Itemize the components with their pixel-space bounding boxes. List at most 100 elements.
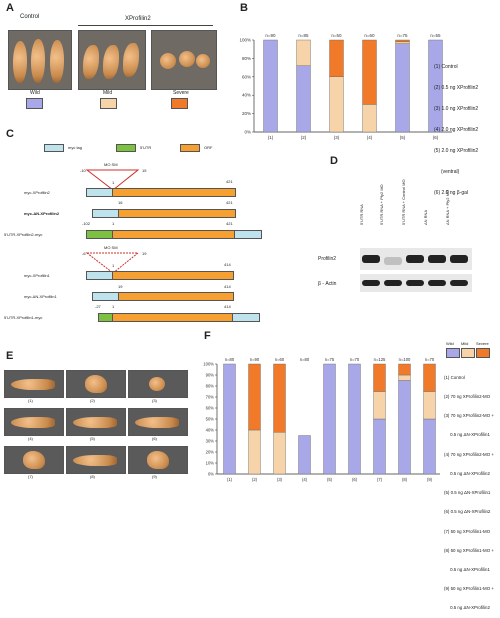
- start-num: 1: [112, 180, 115, 185]
- legend-entry: 0.5 ng ΔN-XProfilin1: [444, 432, 490, 438]
- orf-block: [112, 230, 236, 239]
- x-tick-label: (3): [277, 477, 283, 482]
- panel-e-label: E: [6, 350, 14, 362]
- embryo: [73, 455, 117, 466]
- myc-block: [86, 188, 114, 197]
- legend-entry: (2) 70 ng XProfilin2-MO: [444, 394, 491, 400]
- bar-segment-severe: [248, 363, 261, 431]
- myc-legend-swatch: [44, 144, 64, 152]
- x-tick-label: (1): [227, 477, 233, 482]
- legend-entry: (8) 50 ng XProfilin1-MO +: [444, 547, 494, 553]
- start-num: -102: [82, 221, 91, 226]
- mild-key-label: Mild: [461, 341, 469, 346]
- n-label: n=80: [300, 357, 310, 362]
- embryo-photo: [4, 370, 64, 398]
- x-tick-label: (4): [367, 135, 373, 140]
- band: [362, 255, 380, 263]
- severe-key-swatch: [476, 348, 490, 358]
- embryo: [73, 417, 117, 428]
- embryo-caption: (4): [28, 436, 33, 441]
- orf-block: [112, 271, 234, 280]
- one-num: 1: [112, 304, 115, 309]
- orf-legend-label: ORF: [204, 145, 213, 150]
- y-tick-label: 90%: [206, 373, 215, 378]
- photo-mild: [78, 30, 146, 90]
- embryo-photo: [128, 408, 188, 436]
- x-tick-label: (8): [402, 477, 408, 482]
- panel-f-legend: (1) Control (2) 70 ng XProfilin2-MO (3) …: [444, 362, 494, 618]
- x-tick-label: (3): [334, 135, 340, 140]
- bar-segment-wild: [348, 363, 361, 475]
- x-tick-label: (6): [433, 135, 439, 140]
- legend-entry: (2) 0.5 ng XProfilin2: [434, 85, 479, 91]
- embryo-caption: (5): [90, 436, 95, 441]
- embryo: [31, 39, 45, 83]
- mo-triangle: [85, 252, 140, 274]
- embryo: [160, 53, 176, 69]
- bar-segment-mild: [248, 429, 261, 475]
- utr-legend-label: 5'UTR: [140, 145, 152, 150]
- legend-entry: 0.5 ng ΔN-XProfilin2: [444, 470, 490, 476]
- band: [406, 280, 424, 286]
- panel-f-label: F: [204, 330, 211, 342]
- bar-segment-severe: [395, 39, 410, 43]
- band: [384, 280, 402, 286]
- y-tick-label: 0%: [208, 472, 214, 477]
- mo-left: -10: [80, 168, 86, 173]
- mild-label: Mild: [103, 90, 113, 96]
- orf-block: [118, 209, 236, 218]
- band: [428, 255, 446, 263]
- embryo: [179, 51, 195, 67]
- bar-segment-mild: [273, 431, 286, 475]
- embryo-photo: [4, 446, 64, 474]
- xp-underline: [78, 25, 213, 26]
- embryo-caption: (9): [152, 474, 157, 479]
- n-label: n=75: [397, 33, 408, 38]
- panel-b-chart: 100%80%60%40%20%0%(1)n=90(2)n=85(3)n=50(…: [239, 33, 452, 140]
- bar-segment-wild: [263, 39, 278, 133]
- embryo-caption: (7): [28, 474, 33, 479]
- n-label: n=75: [325, 357, 335, 362]
- n-label: n=55: [430, 33, 441, 38]
- one-num: 1: [112, 221, 115, 226]
- myc-block: [92, 209, 120, 218]
- n-label: n=90: [250, 357, 260, 362]
- mild-key-swatch: [461, 348, 475, 358]
- utr-block: [86, 230, 114, 239]
- embryo: [147, 451, 169, 469]
- y-tick-label: 0%: [244, 130, 251, 135]
- mo-right: 19: [142, 251, 147, 256]
- end-num: 414: [224, 304, 231, 309]
- y-tick-label: 80%: [206, 384, 215, 389]
- bar-segment-mild: [296, 39, 311, 66]
- construct-name: myc-ΔN-XProfilin1: [24, 294, 57, 299]
- n-label: n=80: [225, 357, 235, 362]
- construct-name: myc-XProfilin1: [24, 273, 50, 278]
- utr-legend-swatch: [116, 144, 136, 152]
- bar-segment-wild: [373, 418, 386, 475]
- end-num: 414: [224, 284, 231, 289]
- n-label: n=60: [364, 33, 375, 38]
- legend-entry: 0.5 ng ΔN-XProfilin1: [444, 567, 490, 572]
- legend-entry: (3) 1.0 ng XProfilin2: [434, 106, 479, 112]
- blot-row-label: Profilin2: [318, 256, 337, 262]
- legend-entry: (5) 0.5 ng ΔN-XProfilin1: [444, 490, 491, 496]
- band: [362, 280, 380, 286]
- embryo: [23, 451, 45, 469]
- bar-segment-wild: [398, 380, 411, 475]
- start-num: 1: [112, 263, 115, 268]
- n-label: n=70: [425, 357, 435, 362]
- legend-entry: (7) 50 ng XProfilin1-MO: [444, 528, 491, 534]
- embryo: [13, 41, 27, 83]
- panel-a-label: A: [6, 2, 14, 14]
- y-tick-label: 100%: [203, 362, 214, 367]
- lane-label: ΔN RNA + Pfy2 MO: [445, 189, 450, 225]
- band: [428, 280, 446, 286]
- x-tick-label: (6): [352, 477, 358, 482]
- y-tick-label: 80%: [242, 56, 251, 61]
- construct-name: myc-ΔN-XProfilin2: [24, 211, 60, 216]
- bar-segment-mild: [362, 104, 377, 133]
- n-label: n=85: [298, 33, 309, 38]
- n-label: n=50: [331, 33, 342, 38]
- lane-label: 5'UTR RNA + Control MO: [401, 179, 406, 225]
